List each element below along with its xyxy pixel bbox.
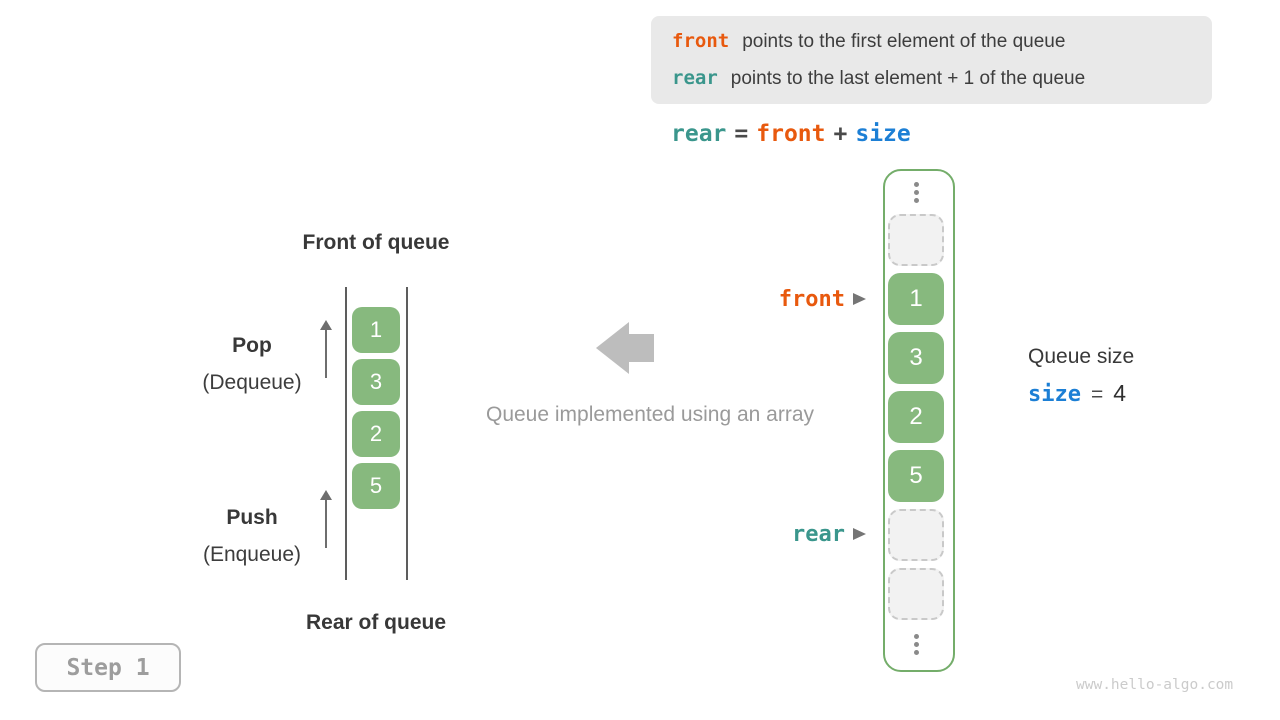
left-block-arrow-tail [629,334,654,362]
queue-element-stack: 1 3 2 5 [352,307,400,509]
queue-element: 2 [352,411,400,457]
formula-plus: + [833,121,848,147]
front-description: points to the first element of the queue [742,31,1066,52]
info-line-front: front points to the first element of the … [672,23,1212,60]
queue-element: 5 [352,463,400,509]
queue-channel-right-line [406,287,408,580]
queue-element: 1 [352,307,400,353]
formula-size: size [855,121,911,147]
queue-size-label: Queue size [1028,345,1135,368]
queue-channel-left-line [345,287,347,580]
formula-front: front [756,121,826,147]
size-value: 4 [1113,380,1127,406]
queue-size-equation: size = 4 [1028,380,1126,407]
pointer-info-box: front points to the first element of the … [651,16,1212,104]
rear-of-queue-label: Rear of queue [305,611,447,634]
push-label: Push [226,506,278,529]
diagram-caption: Queue implemented using an array [485,403,815,426]
front-pointer-label: front [778,287,845,312]
array-cell-empty [888,568,944,620]
rear-pointer-arrow-icon [853,528,866,540]
front-pointer-arrow-icon [853,293,866,305]
formula: rear = front + size [671,121,911,147]
watermark: www.hello-algo.com [1076,677,1234,693]
queue-element: 3 [352,359,400,405]
formula-equals: = [734,121,749,147]
array-cell: 2 [888,391,944,443]
ellipsis-bottom-icon [914,634,919,655]
dequeue-label: (Dequeue) [202,371,302,394]
step-badge: Step 1 [35,643,181,692]
front-of-queue-label: Front of queue [302,231,450,254]
left-block-arrow-head [596,322,629,374]
left-block-arrow-icon [596,322,654,374]
push-direction-arrow-icon [319,490,333,548]
front-keyword: front [672,30,730,52]
array-cell: 3 [888,332,944,384]
array-cell-empty [888,509,944,561]
formula-rear: rear [671,121,727,147]
rear-pointer-label: rear [792,522,845,547]
rear-description: points to the last element + 1 of the qu… [730,68,1086,89]
array-cell: 1 [888,273,944,325]
ellipsis-top-icon [914,182,919,203]
array-cell: 5 [888,450,944,502]
array-cell-empty [888,214,944,266]
pop-label: Pop [232,334,272,357]
rear-keyword: rear [672,67,718,89]
info-line-rear: rear points to the last element + 1 of th… [672,60,1212,97]
enqueue-label: (Enqueue) [202,543,302,566]
size-variable: size [1028,382,1081,407]
size-equals: = [1090,383,1104,406]
pop-direction-arrow-icon [319,320,333,378]
